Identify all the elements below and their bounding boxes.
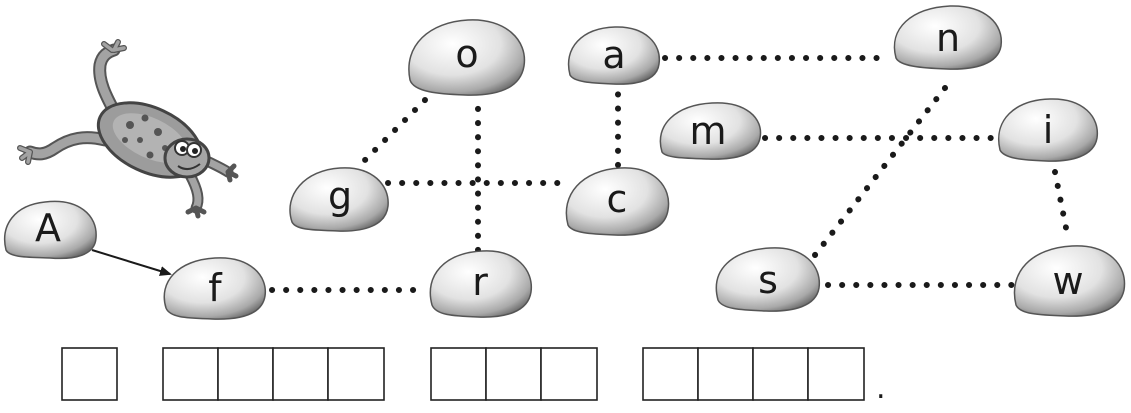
stone-w: w (1013, 245, 1126, 317)
answer-box[interactable] (697, 347, 754, 401)
stone-r: r (429, 250, 533, 318)
dotted-paths (269, 55, 1071, 293)
stone-letter: f (208, 266, 223, 310)
answer-boxes[interactable] (61, 347, 865, 401)
answer-box[interactable] (807, 347, 865, 401)
path-o-g (357, 97, 428, 168)
answer-box[interactable] (327, 347, 385, 401)
answer-box[interactable] (162, 347, 219, 401)
stone-m: m (659, 102, 762, 160)
stone-i: i (998, 98, 1099, 162)
path-w-i (1052, 169, 1071, 241)
stone-letter: m (689, 109, 726, 153)
answer-box[interactable] (642, 347, 699, 401)
answer-box[interactable] (272, 347, 329, 401)
answer-group-4[interactable] (642, 347, 865, 401)
stone-n: n (893, 5, 1002, 70)
answer-group-2[interactable] (162, 347, 385, 401)
stone-letter: g (328, 174, 352, 218)
stone-o: o (408, 19, 526, 96)
answer-group-3[interactable] (430, 347, 598, 401)
stone-s: s (715, 247, 821, 312)
answer-box[interactable] (540, 347, 598, 401)
path-n-s (812, 85, 948, 258)
start-arrow (91, 249, 172, 276)
stone-letter: c (607, 177, 628, 221)
answer-box[interactable] (217, 347, 274, 401)
answer-group-1[interactable] (61, 347, 118, 401)
stone-letter: r (472, 260, 488, 304)
stone-letter: w (1052, 259, 1083, 303)
answer-box[interactable] (752, 347, 809, 401)
stone-letter: A (35, 206, 61, 250)
stone-g: g (289, 167, 389, 232)
answer-box[interactable] (430, 347, 487, 401)
stone-letter: s (758, 258, 778, 302)
stone-c: c (565, 167, 670, 236)
stone-letter: o (455, 32, 478, 76)
stone-letter: a (602, 33, 625, 77)
end-period: . (876, 371, 886, 406)
frog-icon (17, 39, 239, 219)
answer-box[interactable] (485, 347, 542, 401)
stone-a: a (567, 26, 661, 85)
stone-f: f (163, 257, 267, 320)
stone-letter: i (1043, 108, 1054, 152)
stone-letter: n (936, 16, 960, 60)
answer-box[interactable] (61, 347, 118, 401)
stone-A: A (4, 200, 97, 260)
